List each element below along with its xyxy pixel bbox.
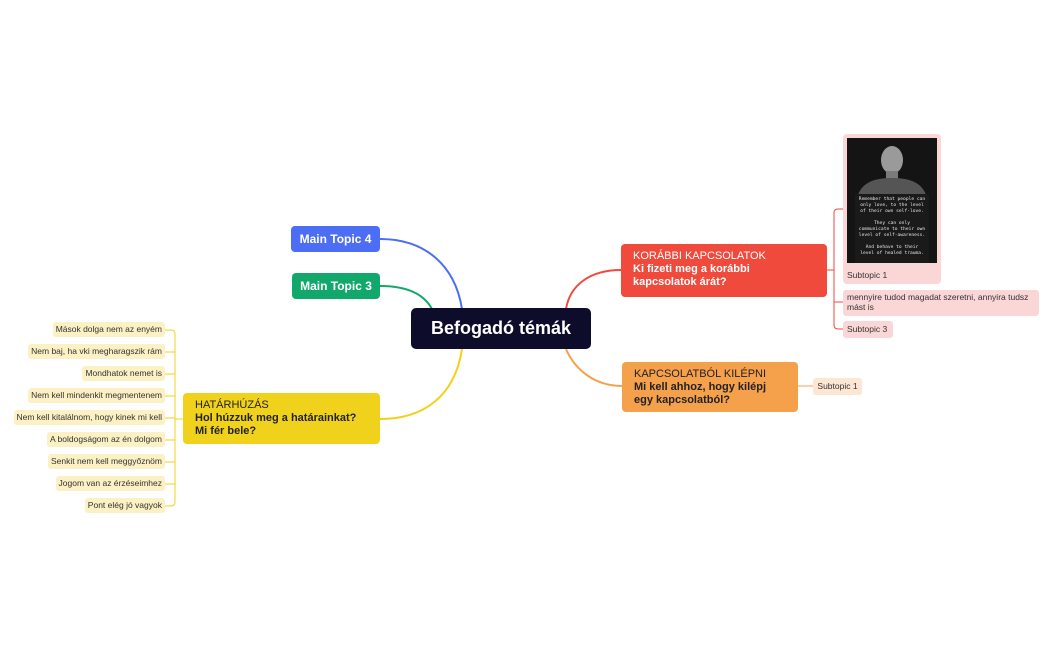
korabbi-question: Ki fizeti meg a korábbi kapcsolatok árát… [633,263,750,288]
link-hatarhuzas [379,348,463,420]
hatarhuzas-item[interactable]: Nem kell mindenkit megmentenem [28,388,165,403]
hatarhuzas-question: Hol húzzuk meg a határainkat? Mi fér bel… [195,412,357,437]
hatarhuzas-item[interactable]: Mások dolga nem az enyém [52,322,165,337]
hatarhuzas-item-label: Nem baj, ha vki megharagszik rám [31,346,162,356]
korabbi-subtopic-3[interactable]: Subtopic 3 [843,321,893,338]
korabbi-subtopic-note[interactable]: mennyire tudod magadat szeretni, annyira… [843,290,1039,316]
korabbi-subtopic-image[interactable]: Remember that people can only love, to t… [843,134,941,284]
hatarhuzas-title: HATÁRHÚZÁS [195,399,269,411]
topic-hatarhuzas[interactable]: HATÁRHÚZÁS Hol húzzuk meg a határainkat?… [183,393,380,444]
kapcsolatbol-subtopic-1-label: Subtopic 1 [817,381,858,391]
hatarhuzas-item[interactable]: Nem kell kitalálnom, hogy kinek mi kell [13,410,165,425]
kapcsolatbol-title: KAPCSOLATBÓL KILÉPNI [634,368,767,380]
hatarhuzas-item-label: Nem kell kitalálnom, hogy kinek mi kell [16,412,163,422]
hatarhuzas-item-label: Nem kell mindenkit megmentenem [31,390,162,400]
hatarhuzas-item[interactable]: Mondhatok nemet is [82,366,165,381]
kapcsolatbol-question: Mi kell ahhoz, hogy kilépj egy kapcsolat… [634,381,767,406]
topic-korabbi-kapcsolatok[interactable]: KORÁBBI KAPCSOLATOK Ki fizeti meg a korá… [621,244,827,297]
link-korabbi [565,269,622,310]
portrait-silhouette [847,138,937,263]
main-topic-4[interactable]: Main Topic 4 [291,226,380,252]
korabbi-title: KORÁBBI KAPCSOLATOK [633,250,766,262]
central-topic-label: Befogadó témák [430,318,572,338]
hatarhuzas-item-label: Pont elég jó vagyok [87,500,162,510]
kapcsolatbol-subtopic-1[interactable]: Subtopic 1 [813,378,862,395]
main-topic-3-label: Main Topic 3 [300,279,372,293]
korabbi-bracket [827,208,843,330]
korabbi-subtopic-1-label: Subtopic 1 [847,270,888,280]
main-topic-3[interactable]: Main Topic 3 [292,273,380,299]
hatarhuzas-item[interactable]: A boldogságom az én dolgom [47,432,165,447]
hatarhuzas-item-label: Mondhatok nemet is [85,368,162,378]
hatarhuzas-item-label: Jogom van az érzéseimhez [58,478,162,488]
hatarhuzas-item[interactable]: Senkit nem kell meggyőznöm [47,454,165,469]
link-kapcsolatbol [565,348,623,387]
hatarhuzas-bracket [165,329,183,507]
central-topic[interactable]: Befogadó témák [411,308,591,349]
hatarhuzas-item-label: Mások dolga nem az enyém [55,324,162,334]
main-topic-4-label: Main Topic 4 [299,232,372,246]
link-main-topic-3 [379,285,433,310]
quote-text: Remember that people can only love, to t… [858,197,926,256]
hatarhuzas-item[interactable]: Pont elég jó vagyok [84,498,165,513]
topic-kapcsolatbol-kilepni[interactable]: KAPCSOLATBÓL KILÉPNI Mi kell ahhoz, hogy… [622,362,798,412]
korabbi-subtopic-3-label: Subtopic 3 [847,324,888,334]
quote-photo: Remember that people can only love, to t… [847,138,937,263]
link-main-topic-4 [379,238,463,310]
hatarhuzas-item[interactable]: Nem baj, ha vki megharagszik rám [28,344,165,359]
hatarhuzas-item-label: A boldogságom az én dolgom [50,434,162,444]
hatarhuzas-item-label: Senkit nem kell meggyőznöm [50,456,162,466]
korabbi-note-text: mennyire tudod magadat szeretni, annyira… [847,292,1029,312]
hatarhuzas-item[interactable]: Jogom van az érzéseimhez [55,476,165,491]
